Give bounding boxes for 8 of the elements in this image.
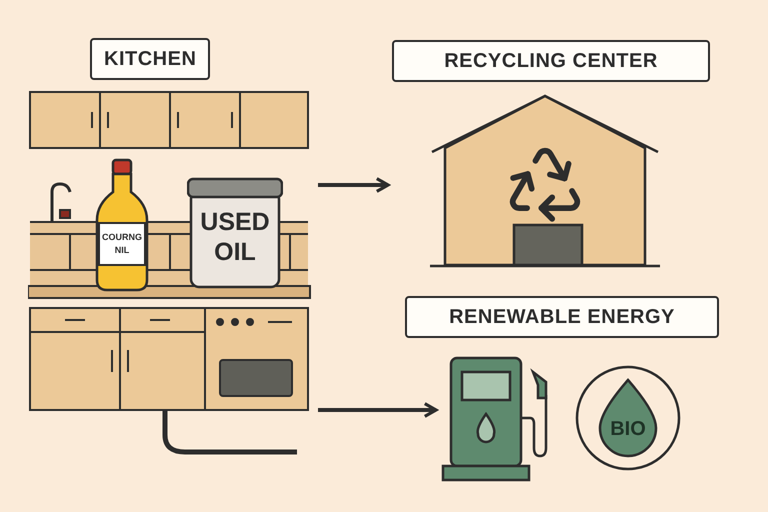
heading-box: KITCHEN [90, 38, 210, 80]
arrow [318, 177, 390, 193]
jar-label: USED OIL [199, 207, 271, 267]
heading-box: RENEWABLE ENERGY [405, 296, 719, 338]
heading-box: RECYCLING CENTER [392, 40, 710, 82]
arrow [318, 402, 438, 418]
bottle-label: COURNG NIL [98, 222, 146, 266]
bio-text: BIO [609, 417, 647, 442]
